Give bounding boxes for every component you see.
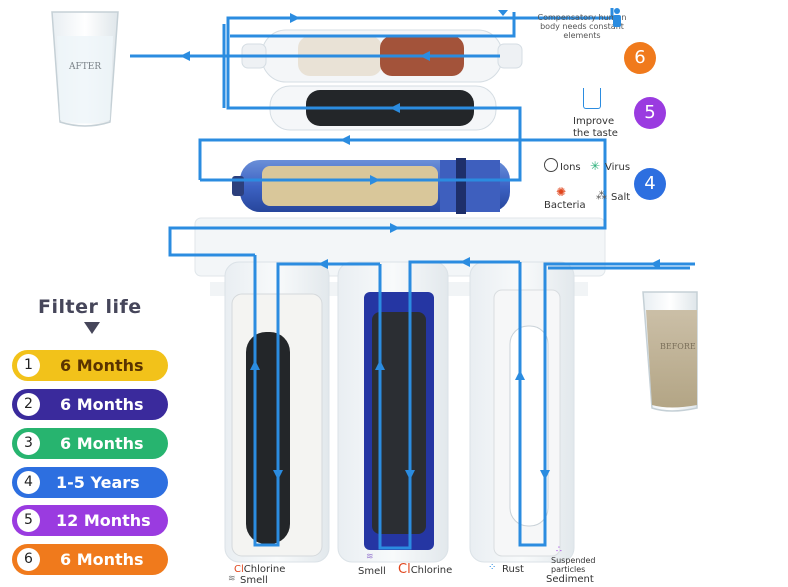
filter-life-duration: 6 Months bbox=[60, 356, 144, 375]
stage-5-line-1: Improve bbox=[573, 116, 615, 127]
filter-life-number: 2 bbox=[17, 393, 40, 416]
bacteria-label: Bacteria bbox=[544, 200, 586, 211]
salt-label: Salt bbox=[611, 192, 631, 203]
rust-icon: ⁘ bbox=[488, 562, 497, 573]
filter-life-duration: 6 Months bbox=[60, 550, 144, 569]
stage-5-badge: 5 bbox=[634, 97, 666, 129]
f3-particles-label: Suspended particles bbox=[551, 556, 596, 574]
salt-icon: ⁂ bbox=[596, 189, 607, 202]
after-label: AFTER bbox=[69, 62, 102, 72]
filter-life-item-3: 3 6 Months bbox=[12, 428, 168, 459]
before-label: BEFORE bbox=[660, 342, 696, 351]
filter-life-title: Filter life bbox=[38, 296, 142, 318]
filter-life-duration: 6 Months bbox=[60, 395, 144, 414]
filter-life-item-5: 5 12 Months bbox=[12, 505, 168, 536]
housing-2 bbox=[337, 261, 449, 563]
flow-arrows bbox=[180, 10, 660, 480]
glass-icon bbox=[583, 88, 601, 109]
virus-label: Virus bbox=[605, 162, 631, 173]
f1-smell-label: Smell bbox=[240, 575, 268, 586]
filter-life-number: 6 bbox=[17, 548, 40, 571]
f2-smell-label: Smell bbox=[358, 566, 386, 577]
stage-5-line-2: the taste bbox=[573, 128, 618, 139]
filter-life-number: 5 bbox=[17, 509, 40, 532]
filter-life-item-6: 6 6 Months bbox=[12, 544, 168, 575]
smell-icon: ≋ bbox=[228, 574, 236, 584]
ions-icon bbox=[544, 158, 558, 172]
filter-life-number: 4 bbox=[17, 471, 40, 494]
stage-6-description: Compensatory human body needs constant e… bbox=[537, 13, 627, 40]
f3-rust-label: Rust bbox=[502, 564, 524, 575]
before-glass bbox=[642, 291, 698, 412]
ro-membrane-4 bbox=[232, 158, 510, 214]
after-glass bbox=[51, 11, 119, 127]
f1-chlorine-label: ClChlorine bbox=[234, 564, 286, 575]
ions-label: Ions bbox=[560, 162, 581, 173]
filter-life-duration: 1-5 Years bbox=[56, 473, 140, 492]
stage-6-badge: 6 bbox=[624, 42, 656, 74]
filter-life-item-2: 2 6 Months bbox=[12, 389, 168, 420]
bacteria-icon: ✺ bbox=[556, 185, 567, 199]
f2-chlorine-label: ClChlorine bbox=[398, 562, 453, 577]
filter-life-item-1: 1 6 Months bbox=[12, 350, 168, 381]
filter-life-arrow-icon bbox=[84, 322, 100, 334]
housing-3 bbox=[469, 261, 575, 563]
virus-icon: ✳ bbox=[590, 159, 601, 173]
filter-life-item-4: 4 1-5 Years bbox=[12, 467, 168, 498]
smell-icon-2: ≋ bbox=[366, 552, 374, 562]
water-flow-path bbox=[130, 8, 695, 550]
particles-icon: ∴ bbox=[556, 545, 562, 555]
filter-life-duration: 6 Months bbox=[60, 434, 144, 453]
f3-sediment-label: Sediment bbox=[546, 574, 594, 585]
stage-4-badge: 4 bbox=[634, 168, 666, 200]
filter-life-number: 1 bbox=[17, 354, 40, 377]
human-icon bbox=[612, 8, 622, 30]
filter-life-duration: 12 Months bbox=[56, 511, 151, 530]
filter-life-number: 3 bbox=[17, 432, 40, 455]
